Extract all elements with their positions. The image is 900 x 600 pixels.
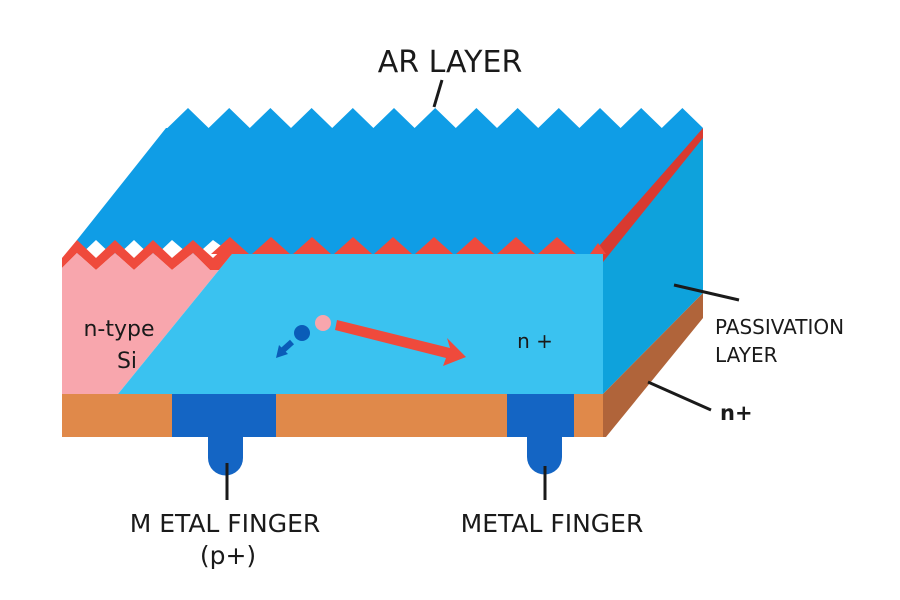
bottom-side-strip xyxy=(603,293,703,437)
side-n-plus-label: n+ xyxy=(720,401,753,425)
metal-finger-right-label: METAL FINGER xyxy=(461,509,644,538)
front-n-plus-label: n + xyxy=(517,329,553,353)
metal-finger-left-sublabel: (p+) xyxy=(200,541,256,570)
emitter-triangle xyxy=(538,237,576,254)
ar-leader-line xyxy=(432,79,444,108)
emitter-triangles xyxy=(211,237,576,254)
hole-drift-arrow-icon xyxy=(335,320,466,366)
emitter-triangle xyxy=(334,237,372,254)
metal-finger-left-label: M ETAL FINGER xyxy=(130,509,321,538)
passivation-label-line2: LAYER xyxy=(715,343,778,367)
n-type-si-label-line1: n-type xyxy=(83,317,154,342)
hole-dot xyxy=(315,315,331,331)
n-plus-leader-line xyxy=(647,380,712,412)
electron-dot xyxy=(294,325,310,341)
emitter-triangle xyxy=(374,237,412,254)
emitter-triangle xyxy=(252,237,290,254)
emitter-triangle xyxy=(497,237,535,254)
right-side-face xyxy=(603,128,703,394)
metal-finger-right xyxy=(507,394,574,475)
n-type-si-region xyxy=(62,253,232,394)
passivation-label-line1: PASSIVATION xyxy=(715,315,844,339)
right-corner-triangle xyxy=(590,243,606,254)
emitter-triangle xyxy=(293,237,331,254)
electron-arrow-icon xyxy=(276,339,295,358)
ar-layer-top xyxy=(77,108,703,258)
passivation-leader-line xyxy=(673,283,740,302)
emitter-triangle xyxy=(456,237,494,254)
emitter-triangle xyxy=(415,237,453,254)
right-emitter-strip xyxy=(592,128,703,262)
metal-finger-left xyxy=(172,394,276,476)
n-type-si-label-line2: Si xyxy=(117,349,137,374)
emitter-triangle xyxy=(211,237,249,254)
ar-layer-label: AR LAYER xyxy=(378,45,523,80)
front-face xyxy=(118,254,603,394)
emitter-band-left xyxy=(62,240,240,270)
